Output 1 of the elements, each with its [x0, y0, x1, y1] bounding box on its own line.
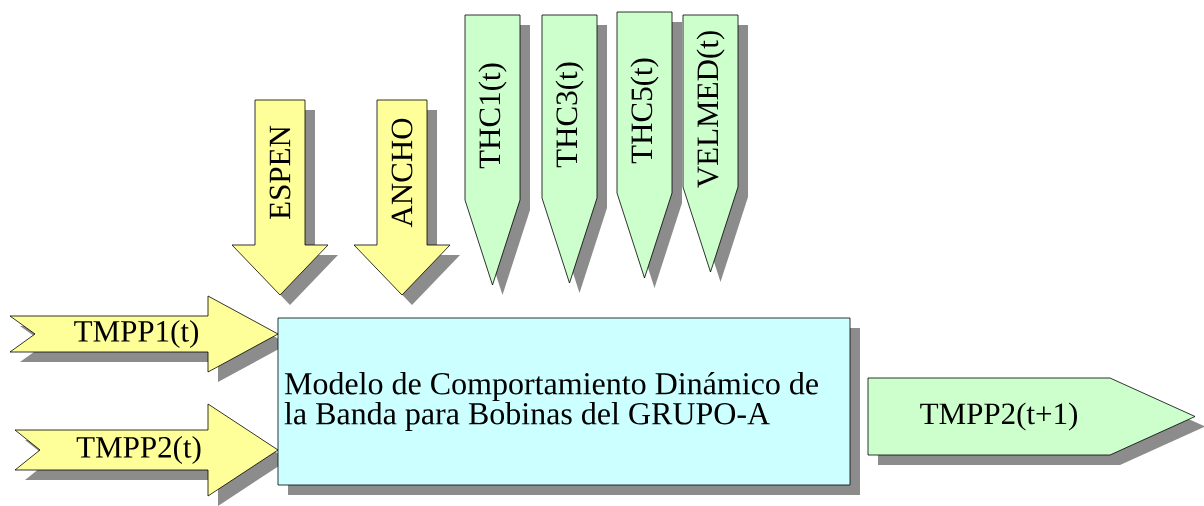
- model-box: Modelo de Comportamiento Dinámico de la Banda para Bobinas del GRUPO-A: [277, 317, 860, 495]
